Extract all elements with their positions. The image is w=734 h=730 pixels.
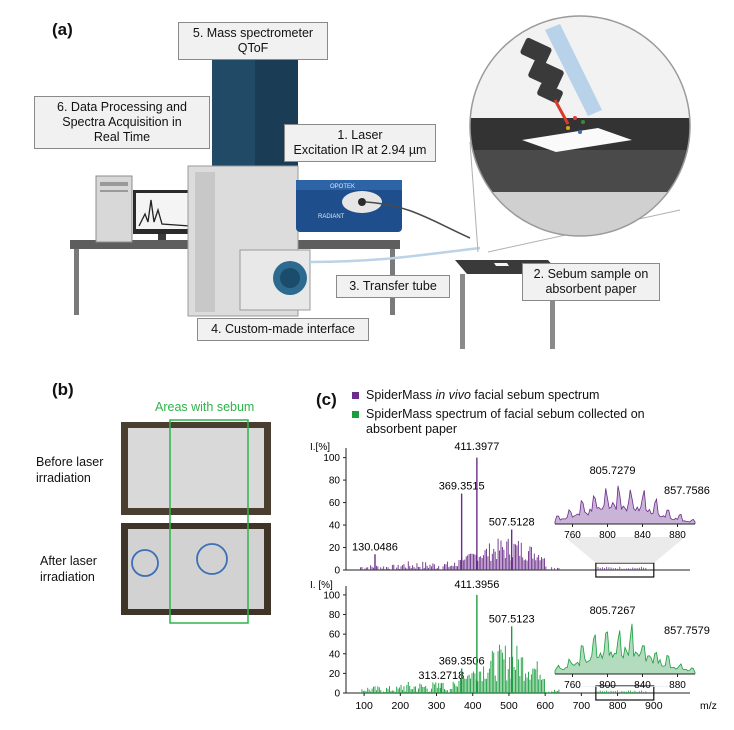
zoom-line-left (469, 141, 479, 253)
transfer-arm (365, 201, 471, 239)
peak-label-0-3: 507.5128 (489, 517, 535, 529)
x-tick-label-600: 600 (536, 700, 554, 712)
inset-tick-label-1-760: 760 (564, 680, 581, 691)
x-axis-label: m/z (700, 700, 717, 712)
inset-tick-label-1-800: 800 (599, 680, 616, 691)
desktop-computer-icon (95, 175, 195, 243)
y-tick-label-1-60: 60 (329, 630, 341, 641)
y-tick-label-1-80: 80 (329, 610, 341, 621)
y-tick-label-0-60: 60 (329, 498, 341, 509)
y-axis-label-1: I. [%] (310, 580, 333, 591)
irradiation-circle-right (196, 543, 228, 575)
peak-label-1-0: 313.2718 (418, 670, 464, 682)
svg-text:OPOTEK: OPOTEK (330, 184, 355, 190)
laser-device-icon: OPOTEK RADIANT (296, 180, 402, 232)
legend-green: SpiderMass spectrum of facial sebum coll… (352, 407, 722, 437)
y-tick-label-0-100: 100 (323, 453, 340, 464)
irradiation-circle-left (131, 549, 159, 577)
legend: SpiderMass in vivo facial sebum spectrum… (352, 388, 722, 437)
inset-tick-label-0-760: 760 (564, 530, 581, 541)
inset-tick-label-0-840: 840 (634, 530, 651, 541)
peak-label-1-2: 411.3956 (454, 579, 499, 591)
x-tick-label-100: 100 (355, 700, 373, 712)
setup-illustration: OPOTEK RADIANT (70, 15, 691, 349)
peak-label-0-1: 369.3515 (439, 481, 485, 493)
y-tick-label-1-100: 100 (323, 590, 340, 601)
y-tick-label-0-80: 80 (329, 476, 341, 487)
inset-tick-label-0-880: 880 (669, 530, 686, 541)
peak-label-1-3: 507.5123 (489, 613, 535, 625)
x-tick-label-700: 700 (573, 700, 591, 712)
legend-purple: SpiderMass in vivo facial sebum spectrum (352, 388, 722, 403)
x-tick-label-800: 800 (609, 700, 627, 712)
inset-peak-label-1-0: 805.7267 (590, 605, 636, 617)
transfer-tube (309, 246, 481, 264)
x-tick-label-200: 200 (392, 700, 410, 712)
sebum-area-box (169, 419, 249, 624)
magnifier-circle (469, 15, 691, 237)
inset-tick-label-1-840: 840 (634, 680, 651, 691)
inset-spectrum-1 (554, 623, 696, 674)
panel-label-c: (c) (316, 390, 337, 409)
peak-label-1-1: 369.3506 (439, 655, 485, 667)
x-tick-label-300: 300 (428, 700, 446, 712)
svg-text:RADIANT: RADIANT (318, 214, 345, 220)
panel-label-a: (a) (52, 20, 73, 39)
x-tick-label-400: 400 (464, 700, 482, 712)
areas-with-sebum-label: Areas with sebum (155, 400, 255, 414)
peak-label-0-0: 130.0486 (352, 541, 398, 553)
inset-peak-label-1-1: 857.7579 (664, 625, 710, 637)
peak-label-0-2: 411.3977 (454, 441, 499, 453)
y-tick-label-0-40: 40 (329, 521, 341, 532)
inset-spectrum-0 (554, 485, 696, 524)
y-tick-label-0-0: 0 (334, 566, 340, 577)
inset-tick-label-1-880: 880 (669, 680, 686, 691)
y-tick-label-1-20: 20 (329, 669, 341, 680)
y-axis-label-0: I.[%] (310, 442, 330, 453)
panel-label-b: (b) (52, 380, 74, 399)
callout-custom-interface: 4. Custom-made interface (197, 318, 369, 341)
y-tick-label-1-40: 40 (329, 649, 341, 660)
x-tick-label-900: 900 (645, 700, 663, 712)
inset-peak-label-0-1: 857.7586 (664, 485, 710, 497)
inset-peak-label-0-0: 805.7279 (590, 465, 636, 477)
callout-transfer-tube: 3. Transfer tube (336, 275, 450, 298)
x-tick-label-500: 500 (500, 700, 518, 712)
y-tick-label-0-20: 20 (329, 543, 341, 554)
zoom-cone-0 (565, 537, 685, 563)
mass-spectra-chart: I.[%] 0 20 40 60 80 100 130.0486 369.3515 411.397… (310, 441, 717, 712)
y-tick-label-1-0: 0 (334, 689, 340, 700)
zoom-cone-1 (565, 686, 685, 687)
mass-spectrometer-icon (187, 60, 311, 317)
inset-tick-label-0-800: 800 (599, 530, 616, 541)
sebum-photos (121, 419, 271, 624)
